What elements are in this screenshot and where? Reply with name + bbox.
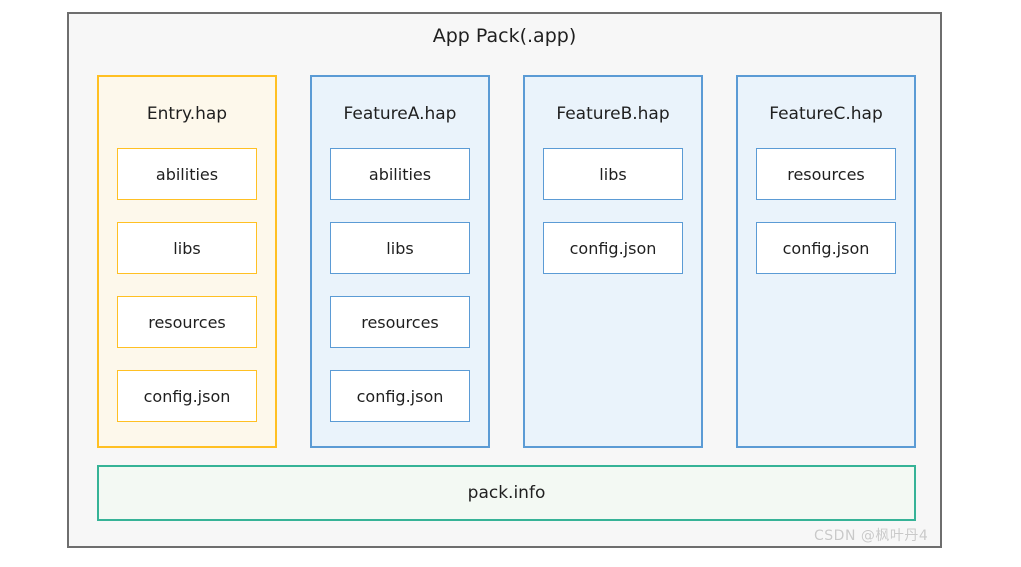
- module-item-box: abilities: [117, 148, 257, 200]
- module-item-box: resources: [117, 296, 257, 348]
- module-item-box: config.json: [756, 222, 896, 274]
- module-item-box: libs: [330, 222, 470, 274]
- module-title: Entry.hap: [146, 104, 228, 124]
- module-title: FeatureC.hap: [769, 104, 883, 124]
- pack-info-bar: pack.info: [97, 465, 916, 521]
- module-column-featureb: FeatureB.hap libs config.json: [523, 75, 703, 448]
- watermark: CSDN @枫叶丹4: [814, 528, 929, 544]
- module-column-featurea: FeatureA.hap abilities libs resources co…: [310, 75, 490, 448]
- module-item-box: libs: [543, 148, 683, 200]
- module-item-box: resources: [330, 296, 470, 348]
- module-item-box: config.json: [117, 370, 257, 422]
- app-pack-title: App Pack(.app): [432, 25, 577, 47]
- module-item-box: config.json: [330, 370, 470, 422]
- app-pack-container: App Pack(.app) Entry.hap abilities libs …: [67, 12, 942, 548]
- module-column-entry: Entry.hap abilities libs resources confi…: [97, 75, 277, 448]
- module-item-box: libs: [117, 222, 257, 274]
- module-item-box: resources: [756, 148, 896, 200]
- module-column-featurec: FeatureC.hap resources config.json: [736, 75, 916, 448]
- module-item-box: abilities: [330, 148, 470, 200]
- module-item-box: config.json: [543, 222, 683, 274]
- module-title: FeatureB.hap: [556, 104, 670, 124]
- module-title: FeatureA.hap: [343, 104, 457, 124]
- module-columns: Entry.hap abilities libs resources confi…: [97, 75, 916, 448]
